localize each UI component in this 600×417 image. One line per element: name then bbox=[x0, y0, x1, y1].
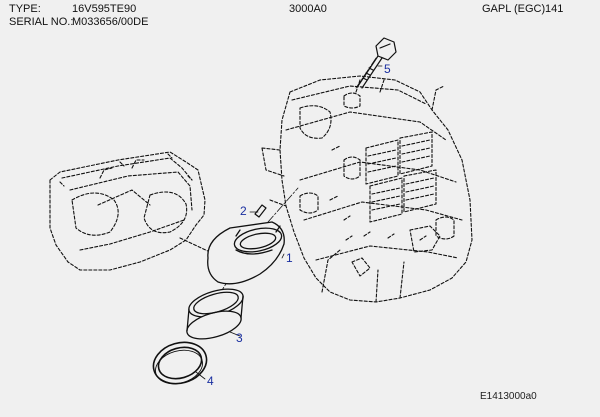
housing-phantom bbox=[49, 151, 211, 271]
callout-1: 1 bbox=[286, 251, 293, 265]
callout-5: 5 bbox=[384, 62, 391, 76]
callout-2: 2 bbox=[240, 204, 247, 218]
page-number: 141 bbox=[545, 3, 564, 15]
callout-3: 3 bbox=[236, 331, 243, 345]
group-name: GAPL (EGC) bbox=[482, 3, 546, 15]
bolt-part-5 bbox=[357, 37, 397, 89]
elbow-part-1 bbox=[207, 221, 285, 285]
group-code: 3000A0 bbox=[289, 3, 327, 15]
serial-label: SERIAL NO.: bbox=[9, 16, 74, 28]
type-value: 16V595TE90 bbox=[72, 3, 137, 15]
leader-lines bbox=[195, 65, 383, 380]
serial-value: M033656/00DE bbox=[72, 16, 149, 28]
dowel-pin-part-2 bbox=[254, 204, 267, 218]
sealing-ring-part-3 bbox=[186, 288, 244, 340]
type-label: TYPE: bbox=[9, 3, 41, 15]
o-ring-part-4 bbox=[152, 341, 208, 385]
callout-4: 4 bbox=[207, 374, 214, 388]
drawing-code: E1413000a0 bbox=[480, 391, 537, 402]
engine-block-phantom bbox=[261, 75, 473, 303]
